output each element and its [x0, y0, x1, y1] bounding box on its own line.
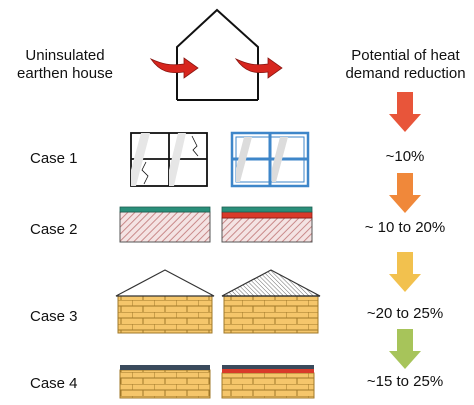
left-header-line1: Uninsulated — [25, 47, 105, 64]
reduction-arrow-4-icon — [389, 329, 421, 369]
right-header: Potential of heat demand reduction — [338, 47, 473, 83]
reduction-arrow-2-icon — [389, 173, 421, 213]
right-header-line1: Potential of heat — [351, 47, 460, 64]
old-window-icon — [130, 132, 208, 187]
floor-uninsulated-icon — [119, 206, 211, 243]
heat-arrow-left-icon — [149, 57, 199, 79]
left-header-line2: earthen house — [17, 65, 113, 82]
house-outline — [176, 8, 259, 101]
roof-insulated-icon — [221, 269, 321, 334]
case-3-label: Case 3 — [30, 308, 78, 325]
floor-insulated-icon — [221, 206, 313, 243]
case-4-reduction: ~15 to 25% — [366, 373, 444, 390]
case-4-label: Case 4 — [30, 375, 78, 392]
case-1-reduction: ~10% — [385, 148, 425, 165]
right-header-line2: demand reduction — [345, 65, 466, 82]
case-2-label: Case 2 — [30, 221, 78, 238]
case-3-reduction: ~20 to 25% — [366, 305, 444, 322]
wall-insulated-icon — [221, 365, 315, 399]
case-1-label: Case 1 — [30, 150, 78, 167]
roof-uninsulated-icon — [115, 269, 215, 334]
heat-arrow-right-icon — [234, 57, 283, 79]
wall-uninsulated-icon — [119, 365, 211, 399]
left-header: Uninsulated earthen house — [10, 47, 120, 83]
reduction-arrow-3-icon — [389, 252, 421, 292]
case-2-reduction: ~ 10 to 20% — [364, 219, 446, 236]
new-window-icon — [230, 131, 310, 188]
reduction-arrow-1-icon — [389, 92, 421, 132]
